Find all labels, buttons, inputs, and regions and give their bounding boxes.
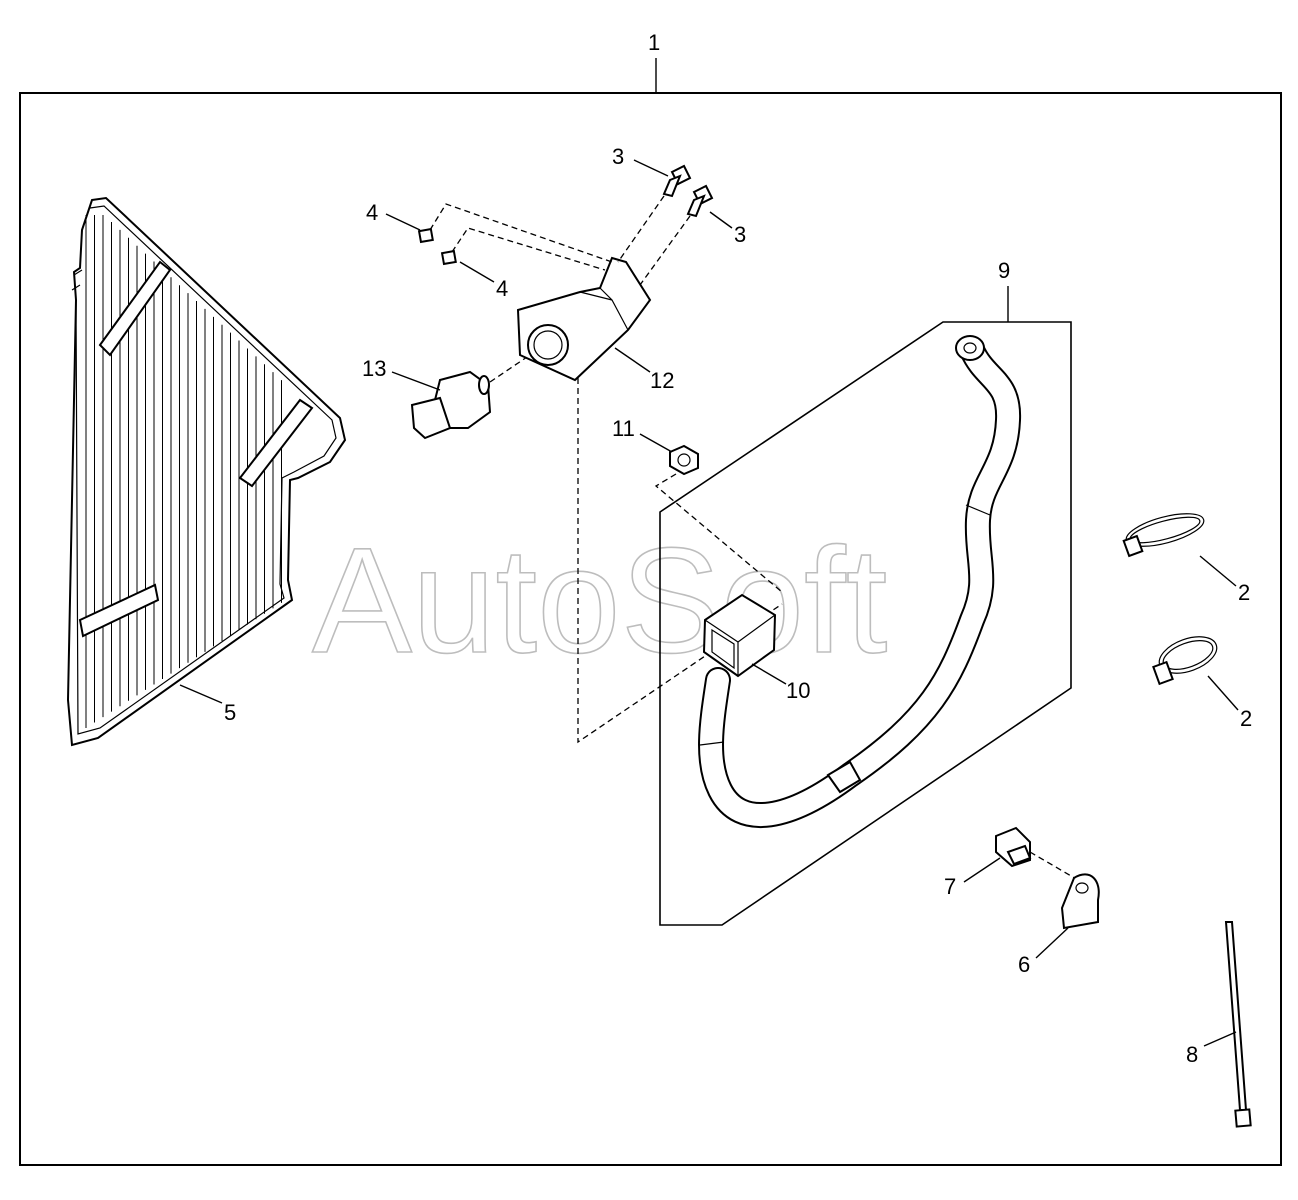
leader-8: [1203, 1031, 1237, 1047]
nut-part-4b: [440, 249, 457, 266]
cable-tie-part-2b: [1152, 636, 1218, 686]
cable-tie-part-8: [1224, 921, 1252, 1128]
leader-13: [391, 371, 441, 391]
callout-3b: 3: [734, 222, 746, 247]
cable-frame: [659, 321, 1072, 926]
bolt-part-7: [995, 826, 1032, 868]
boot-part-10: [702, 593, 777, 678]
clip-part-6: [1060, 873, 1100, 930]
callout-2b: 2: [1240, 706, 1252, 731]
leader-12: [614, 347, 651, 373]
callout-4b: 4: [496, 276, 508, 301]
callout-1: 1: [648, 30, 660, 55]
callout-3a: 3: [612, 144, 624, 169]
cable-tie-part-2a: [1122, 513, 1205, 558]
leader-7: [963, 857, 1001, 883]
callout-12: 12: [650, 368, 674, 393]
bracket-part-12: [516, 256, 652, 382]
leader-4a: [385, 213, 421, 231]
callout-4a: 4: [366, 200, 378, 225]
nut-part-4a: [417, 227, 434, 244]
leader-11: [639, 433, 673, 453]
ring-terminal: [955, 335, 985, 361]
bolt-part-3a: [662, 164, 692, 198]
callout-2a: 2: [1238, 580, 1250, 605]
callout-13: 13: [362, 356, 386, 381]
callout-11: 11: [612, 416, 635, 441]
leader-2a: [1199, 555, 1237, 587]
grille-part-5: [66, 196, 347, 747]
callout-9: 9: [998, 258, 1010, 283]
callout-5: 5: [224, 700, 236, 725]
watermark: AutoSoft: [312, 516, 887, 684]
leader-3a: [633, 159, 669, 177]
callout-7: 7: [944, 874, 956, 899]
leader-3b: [709, 211, 733, 229]
leader-4b: [459, 261, 495, 283]
leader-2b: [1207, 675, 1239, 711]
bolt-part-3b: [686, 184, 714, 218]
battery-cable: [698, 337, 1022, 829]
leader-6: [1035, 927, 1069, 959]
callout-8: 8: [1186, 1042, 1198, 1067]
callout-10: 10: [786, 678, 810, 703]
leader-10: [751, 663, 787, 685]
assembly-frame: [19, 92, 1282, 1166]
leader-5: [179, 684, 223, 704]
grille-bars: [85, 215, 282, 728]
nut-part-11: [669, 444, 699, 476]
callout-6: 6: [1018, 952, 1030, 977]
switch-part-13: [410, 370, 492, 440]
